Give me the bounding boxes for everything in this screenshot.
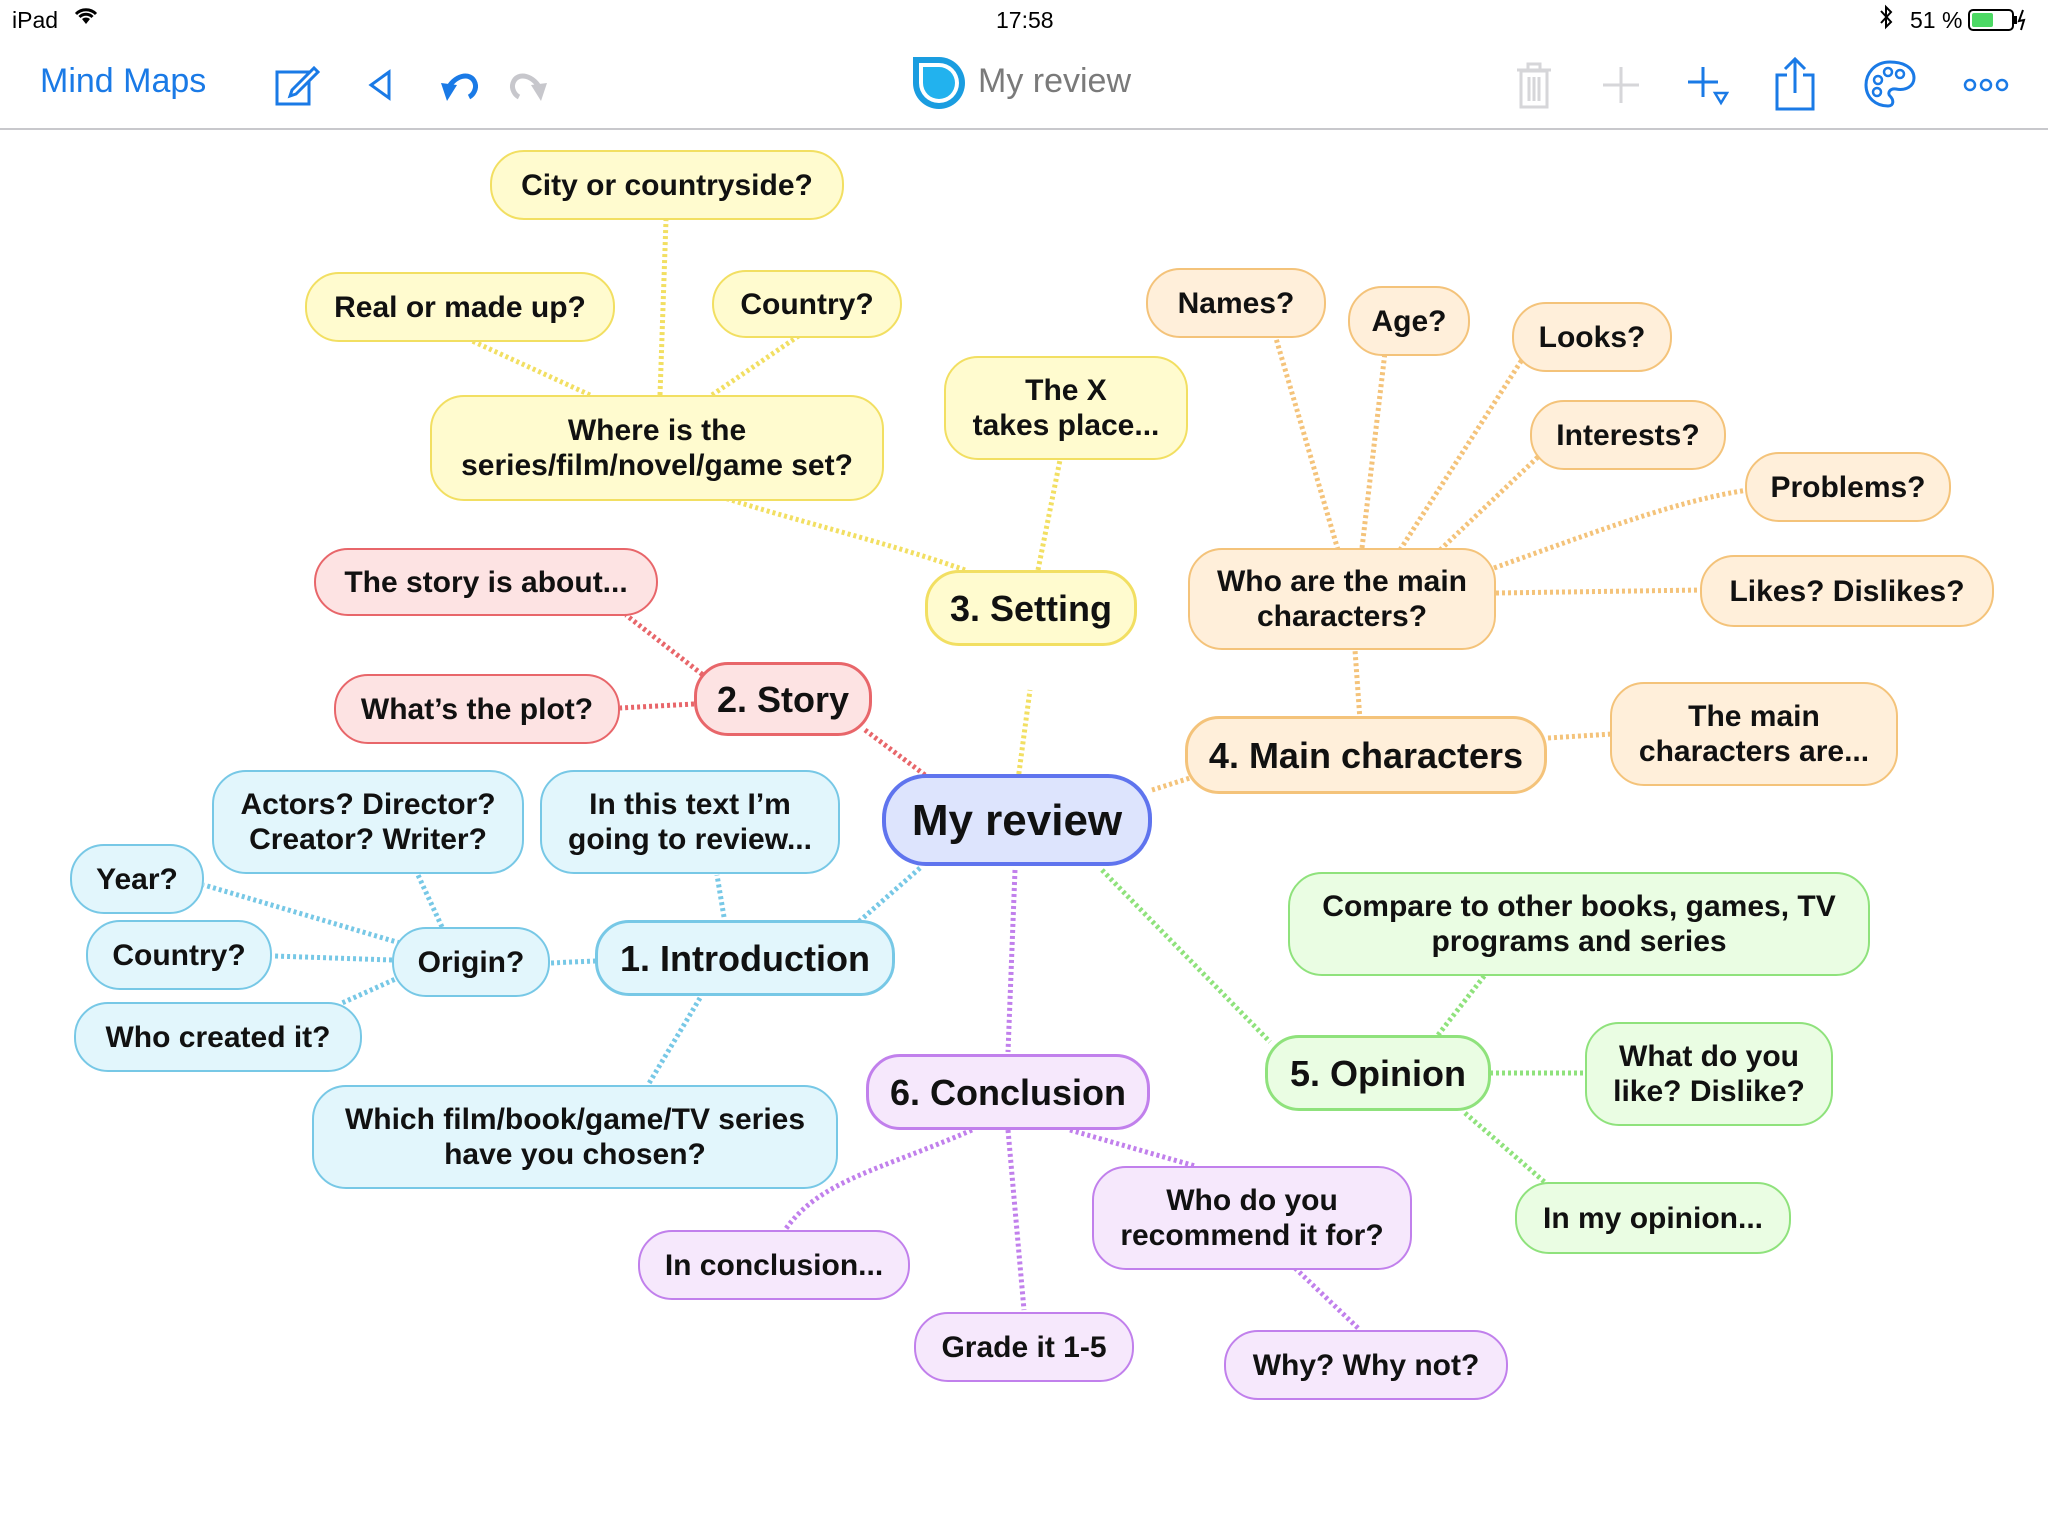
link-recommend-why [1293, 1266, 1362, 1332]
node-origin[interactable]: Origin? [392, 927, 550, 997]
node-main-characters-are[interactable]: The main characters are... [1610, 682, 1898, 786]
link-setting-where [699, 487, 966, 573]
node-which-chosen[interactable]: Which film/book/game/TV series have you … [312, 1085, 838, 1189]
node-likes-dislikes[interactable]: Likes? Dislikes? [1700, 555, 1994, 627]
toolbar: Mind Maps My review [0, 40, 2048, 130]
node-where-set[interactable]: Where is the series/film/novel/game set? [430, 395, 884, 501]
link-opinion-compare [1436, 973, 1487, 1037]
link-opinion [1100, 868, 1272, 1044]
node-in-my-opinion[interactable]: In my opinion... [1515, 1182, 1791, 1254]
link-where-country [710, 332, 802, 398]
add-icon[interactable] [1596, 60, 1646, 110]
collapse-icon[interactable] [360, 62, 400, 108]
node-looks[interactable]: Looks? [1512, 302, 1672, 372]
link-intro-origin [549, 958, 597, 966]
link-story [863, 728, 927, 777]
share-icon[interactable] [1768, 54, 1822, 114]
redo-icon[interactable] [502, 58, 556, 112]
link-origin-year [203, 882, 401, 946]
central-topic[interactable]: My review [882, 774, 1152, 866]
clock: 17:58 [996, 7, 1054, 33]
link-conclusion-recommend [1069, 1127, 1196, 1169]
node-in-this-text[interactable]: In this text I’m going to review... [540, 770, 840, 874]
link-conclusion-in [782, 1127, 973, 1232]
node-origin-country[interactable]: Country? [86, 920, 272, 990]
link-who-interests [1438, 453, 1542, 552]
node-story-about[interactable]: The story is about... [314, 548, 658, 616]
branch-opinion[interactable]: 5. Opinion [1265, 1035, 1491, 1111]
node-who-main-characters[interactable]: Who are the main characters? [1188, 548, 1496, 650]
link-conclusion [1005, 869, 1018, 1053]
edit-icon[interactable] [270, 58, 324, 112]
link-intro-in-this [714, 874, 727, 918]
link-who-problems [1493, 487, 1749, 571]
branch-introduction[interactable]: 1. Introduction [595, 920, 895, 996]
node-year[interactable]: Year? [70, 844, 204, 914]
add-child-icon[interactable] [1682, 60, 1732, 110]
bluetooth-icon [1878, 4, 1894, 36]
link-where-real [468, 337, 592, 398]
link-who-likes [1495, 587, 1703, 596]
node-setting-country[interactable]: Country? [712, 270, 902, 338]
link-story-plot [619, 701, 695, 711]
node-in-conclusion[interactable]: In conclusion... [638, 1230, 910, 1300]
device-label: iPad [12, 7, 59, 33]
connection-lines [203, 219, 1749, 1332]
link-who-names [1272, 334, 1341, 551]
status-bar: iPad 17:58 51 % [0, 0, 2048, 40]
palette-icon[interactable] [1860, 56, 1920, 112]
link-where-city [657, 219, 669, 396]
link-conclusion-grade [1005, 1129, 1027, 1311]
branch-main-characters[interactable]: 4. Main characters [1185, 716, 1547, 794]
node-real-made-up[interactable]: Real or made up? [305, 272, 615, 342]
node-city-countryside[interactable]: City or countryside? [490, 150, 844, 220]
wifi-icon [72, 4, 100, 34]
link-origin-actors [415, 873, 445, 929]
node-what-like[interactable]: What do you like? Dislike? [1585, 1022, 1833, 1126]
undo-icon[interactable] [432, 58, 486, 112]
node-recommend[interactable]: Who do you recommend it for? [1092, 1166, 1412, 1270]
more-icon[interactable] [1956, 70, 2016, 100]
battery-icon [1968, 8, 2030, 38]
node-interests[interactable]: Interests? [1530, 400, 1726, 470]
link-intro-which [645, 996, 703, 1087]
node-actors-director[interactable]: Actors? Director? Creator? Writer? [212, 770, 524, 874]
link-who-looks [1397, 353, 1528, 552]
node-problems[interactable]: Problems? [1745, 452, 1951, 522]
link-origin-country [273, 953, 393, 963]
node-whats-plot[interactable]: What’s the plot? [334, 674, 620, 744]
link-story-about [624, 613, 714, 684]
branch-story[interactable]: 2. Story [694, 662, 872, 736]
link-characters-main-are [1547, 731, 1613, 741]
link-setting [1015, 689, 1033, 781]
logo-icon [906, 52, 970, 116]
node-compare[interactable]: Compare to other books, games, TV progra… [1288, 872, 1870, 976]
node-grade[interactable]: Grade it 1-5 [914, 1312, 1134, 1382]
node-takes-place[interactable]: The X takes place... [944, 356, 1188, 460]
link-characters [1151, 775, 1191, 793]
trash-icon[interactable] [1512, 56, 1556, 114]
mindmap-canvas[interactable]: My review 3. Setting The X takes place..… [0, 130, 2048, 1536]
branch-setting[interactable]: 3. Setting [925, 570, 1137, 646]
link-setting-takes-place [1035, 459, 1063, 571]
node-names[interactable]: Names? [1146, 268, 1326, 338]
node-why-why-not[interactable]: Why? Why not? [1224, 1330, 1508, 1400]
back-button[interactable]: Mind Maps [40, 62, 207, 100]
link-characters-who [1352, 649, 1363, 721]
doc-title: My review [978, 62, 1132, 100]
battery-percent: 51 % [1910, 7, 1963, 33]
link-origin-who [340, 974, 402, 1006]
link-who-age [1359, 351, 1388, 549]
link-opinion-in-my [1463, 1111, 1550, 1187]
link-introduction [853, 866, 922, 927]
branch-conclusion[interactable]: 6. Conclusion [866, 1054, 1150, 1130]
node-who-created[interactable]: Who created it? [74, 1002, 362, 1072]
node-age[interactable]: Age? [1348, 286, 1470, 356]
